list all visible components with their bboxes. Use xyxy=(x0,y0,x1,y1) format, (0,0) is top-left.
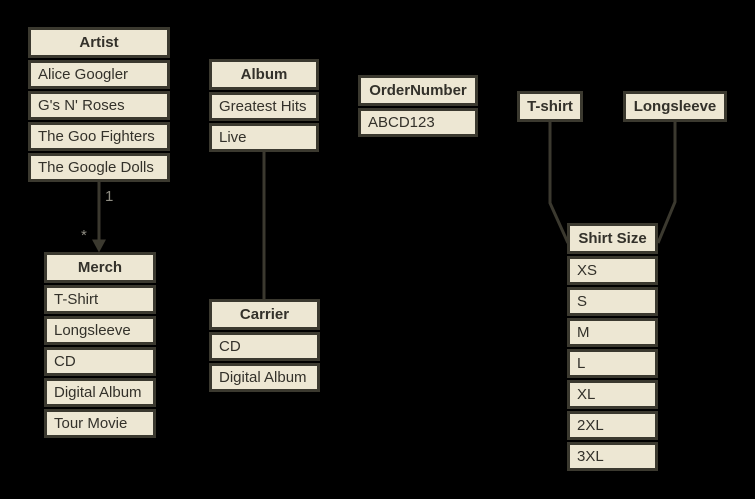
table-row: L xyxy=(567,349,658,378)
table-row: T-Shirt xyxy=(44,285,156,314)
table-title: Artist xyxy=(28,27,170,58)
table-row: M xyxy=(567,318,658,347)
table-row: Tour Movie xyxy=(44,409,156,438)
table-row: Alice Googler xyxy=(28,60,170,89)
table-row: XS xyxy=(567,256,658,285)
table-row: CD xyxy=(44,347,156,376)
table-row: Greatest Hits xyxy=(209,92,319,121)
table-row: G's N' Roses xyxy=(28,91,170,120)
table-row: CD xyxy=(209,332,320,361)
table-title: Merch xyxy=(44,252,156,283)
table-title: Carrier xyxy=(209,299,320,330)
table-title: Longsleeve xyxy=(623,91,727,122)
table-title: Shirt Size xyxy=(567,223,658,254)
table-row: Live xyxy=(209,123,319,152)
table-row: The Goo Fighters xyxy=(28,122,170,151)
table-row: 3XL xyxy=(567,442,658,471)
table-row: S xyxy=(567,287,658,316)
table-row: ABCD123 xyxy=(358,108,478,137)
table-row: Longsleeve xyxy=(44,316,156,345)
table-title: OrderNumber xyxy=(358,75,478,106)
edge-multiplicity-one-label: 1 xyxy=(105,188,114,205)
table-tshirt: T-shirt xyxy=(517,91,583,122)
table-row: XL xyxy=(567,380,658,409)
table-row: The Google Dolls xyxy=(28,153,170,182)
table-row: 2XL xyxy=(567,411,658,440)
table-row: Digital Album xyxy=(44,378,156,407)
table-longsleeve: Longsleeve xyxy=(623,91,727,122)
edge-longsleeve-shirtsize-line xyxy=(656,122,677,244)
table-row: Digital Album xyxy=(209,363,320,392)
edge-multiplicity-many-label: * xyxy=(81,227,87,244)
edge-tshirt-shirtsize-line xyxy=(548,122,570,244)
table-title: Album xyxy=(209,59,319,90)
table-title: T-shirt xyxy=(517,91,583,122)
edge-artist-merch-arrowhead-icon xyxy=(92,239,106,253)
